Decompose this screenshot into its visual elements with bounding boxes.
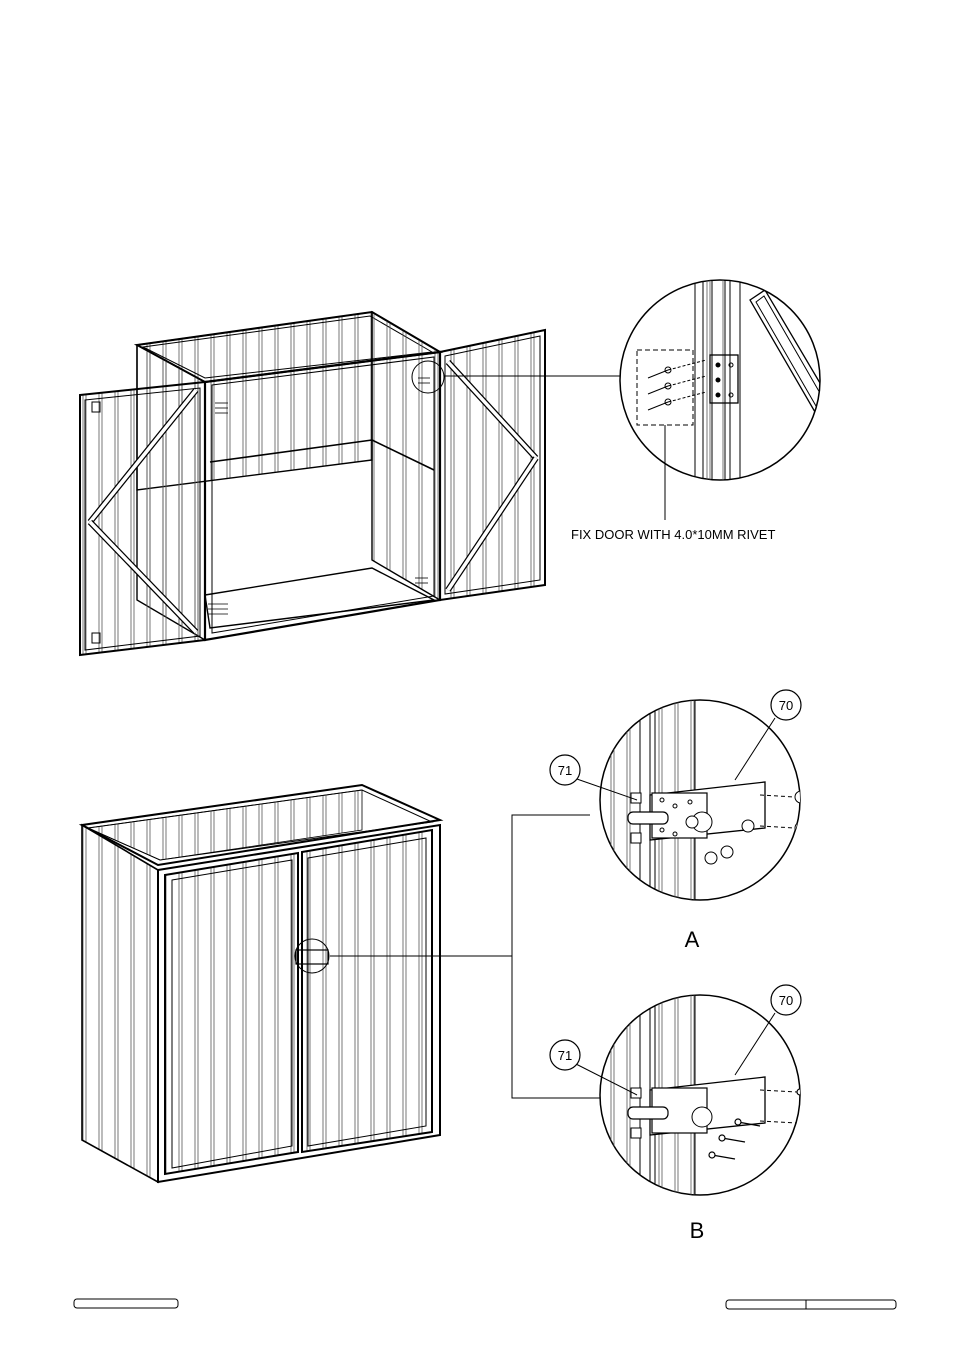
detail-b-label: B [690,1218,705,1243]
part-71-label-b: 71 [558,1048,572,1063]
rivet-note: FIX DOOR WITH 4.0*10MM RIVET [571,527,775,542]
detail-a-label: A [685,927,700,952]
part-70-label-a: 70 [779,698,793,713]
part-70-label-b: 70 [779,993,793,1008]
footer-right-box [726,1300,896,1309]
detail-circle-b [574,995,820,1195]
footer-left-box [74,1299,178,1308]
detail-circle-a [574,700,807,900]
shed-open-doors [80,312,545,655]
detail-circle-hinge [620,270,830,520]
shed-closed-doors [82,785,440,1182]
part-71-label-a: 71 [558,763,572,778]
